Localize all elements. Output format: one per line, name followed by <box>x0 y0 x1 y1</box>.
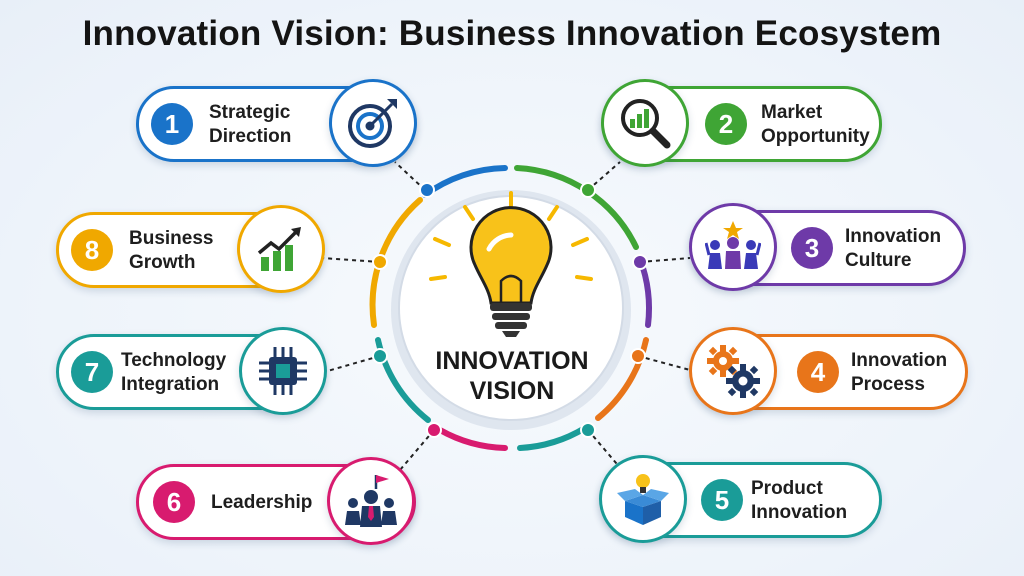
node-icon-circle-6 <box>327 457 415 545</box>
ring-dot-6 <box>426 422 442 438</box>
node-icon-circle-4 <box>689 327 777 415</box>
target-icon <box>348 99 397 148</box>
connector-2 <box>587 161 621 191</box>
ring-dot-8 <box>372 254 388 270</box>
node-number-1: 1 <box>151 103 193 145</box>
node-innovation-culture[interactable]: 3 Innovation Culture <box>689 203 966 291</box>
magnifier-chart-icon <box>621 99 671 149</box>
connector-3 <box>639 257 691 263</box>
node-icon-circle-7 <box>239 327 327 415</box>
node-number-5: 5 <box>701 479 743 521</box>
node-market-opportunity[interactable]: 2 Market Opportunity <box>601 79 882 167</box>
node-icon-circle-5 <box>599 455 687 543</box>
node-label-8: Business Growth <box>129 228 214 273</box>
node-number-4: 4 <box>797 351 839 393</box>
node-icon-circle-8 <box>237 205 325 293</box>
growth-chart-icon <box>257 227 301 271</box>
node-label-3: Innovation Culture <box>845 226 942 271</box>
ring-segment-4 <box>595 337 649 421</box>
node-label-1: Strategic Direction <box>209 102 292 147</box>
ring-dot-7 <box>372 348 388 364</box>
ring-dot-1 <box>419 182 435 198</box>
ring-segment-5 <box>517 425 588 451</box>
node-label-7: Technology Integration <box>121 350 227 395</box>
node-innovation-process[interactable]: 4 Innovation Process <box>689 327 968 415</box>
connector-7 <box>323 355 381 373</box>
node-number-7: 7 <box>71 351 113 393</box>
node-product-innovation[interactable]: 5 Product Innovation <box>599 455 882 543</box>
node-label-2: Market Opportunity <box>761 102 870 147</box>
box-bulb-icon <box>617 474 669 525</box>
connector-1 <box>394 161 426 191</box>
node-icon-circle-2 <box>601 79 689 167</box>
node-icon-circle-3 <box>689 203 777 291</box>
ring-dot-5 <box>580 422 596 438</box>
node-leadership[interactable]: 6 Leadership <box>136 457 416 545</box>
page-title: Innovation Vision: Business Innovation E… <box>82 14 942 53</box>
team-star-icon <box>705 221 761 269</box>
gears-icon <box>707 345 760 398</box>
ring-dot-2 <box>580 182 596 198</box>
node-technology-integration[interactable]: 7 Technology Integration <box>56 327 327 415</box>
connector-8 <box>321 257 381 263</box>
node-number-6: 6 <box>153 481 195 523</box>
node-number-2: 2 <box>705 103 747 145</box>
chip-icon <box>259 347 307 395</box>
center-label: INNOVATION VISION <box>435 347 589 405</box>
node-label-5: Product Innovation <box>751 478 848 523</box>
ring-dot-4 <box>630 348 646 364</box>
ring-dots <box>372 182 648 438</box>
node-strategic-direction[interactable]: 1 Strategic Direction <box>136 79 417 167</box>
node-number-3: 3 <box>791 227 833 269</box>
leader-flag-icon <box>345 475 397 527</box>
node-label-6: Leadership <box>211 492 313 513</box>
ring-segment-1 <box>422 165 508 198</box>
node-icon-circle-1 <box>329 79 417 167</box>
lightbulb-icon <box>429 191 593 337</box>
node-number-8: 8 <box>71 229 113 271</box>
node-label-4: Innovation Process <box>851 350 948 395</box>
ring-segment-6 <box>437 427 508 451</box>
connector-4 <box>637 355 691 371</box>
connector-6 <box>399 429 435 471</box>
node-business-growth[interactable]: 8 Business Growth <box>56 205 325 293</box>
ring-dot-3 <box>632 254 648 270</box>
